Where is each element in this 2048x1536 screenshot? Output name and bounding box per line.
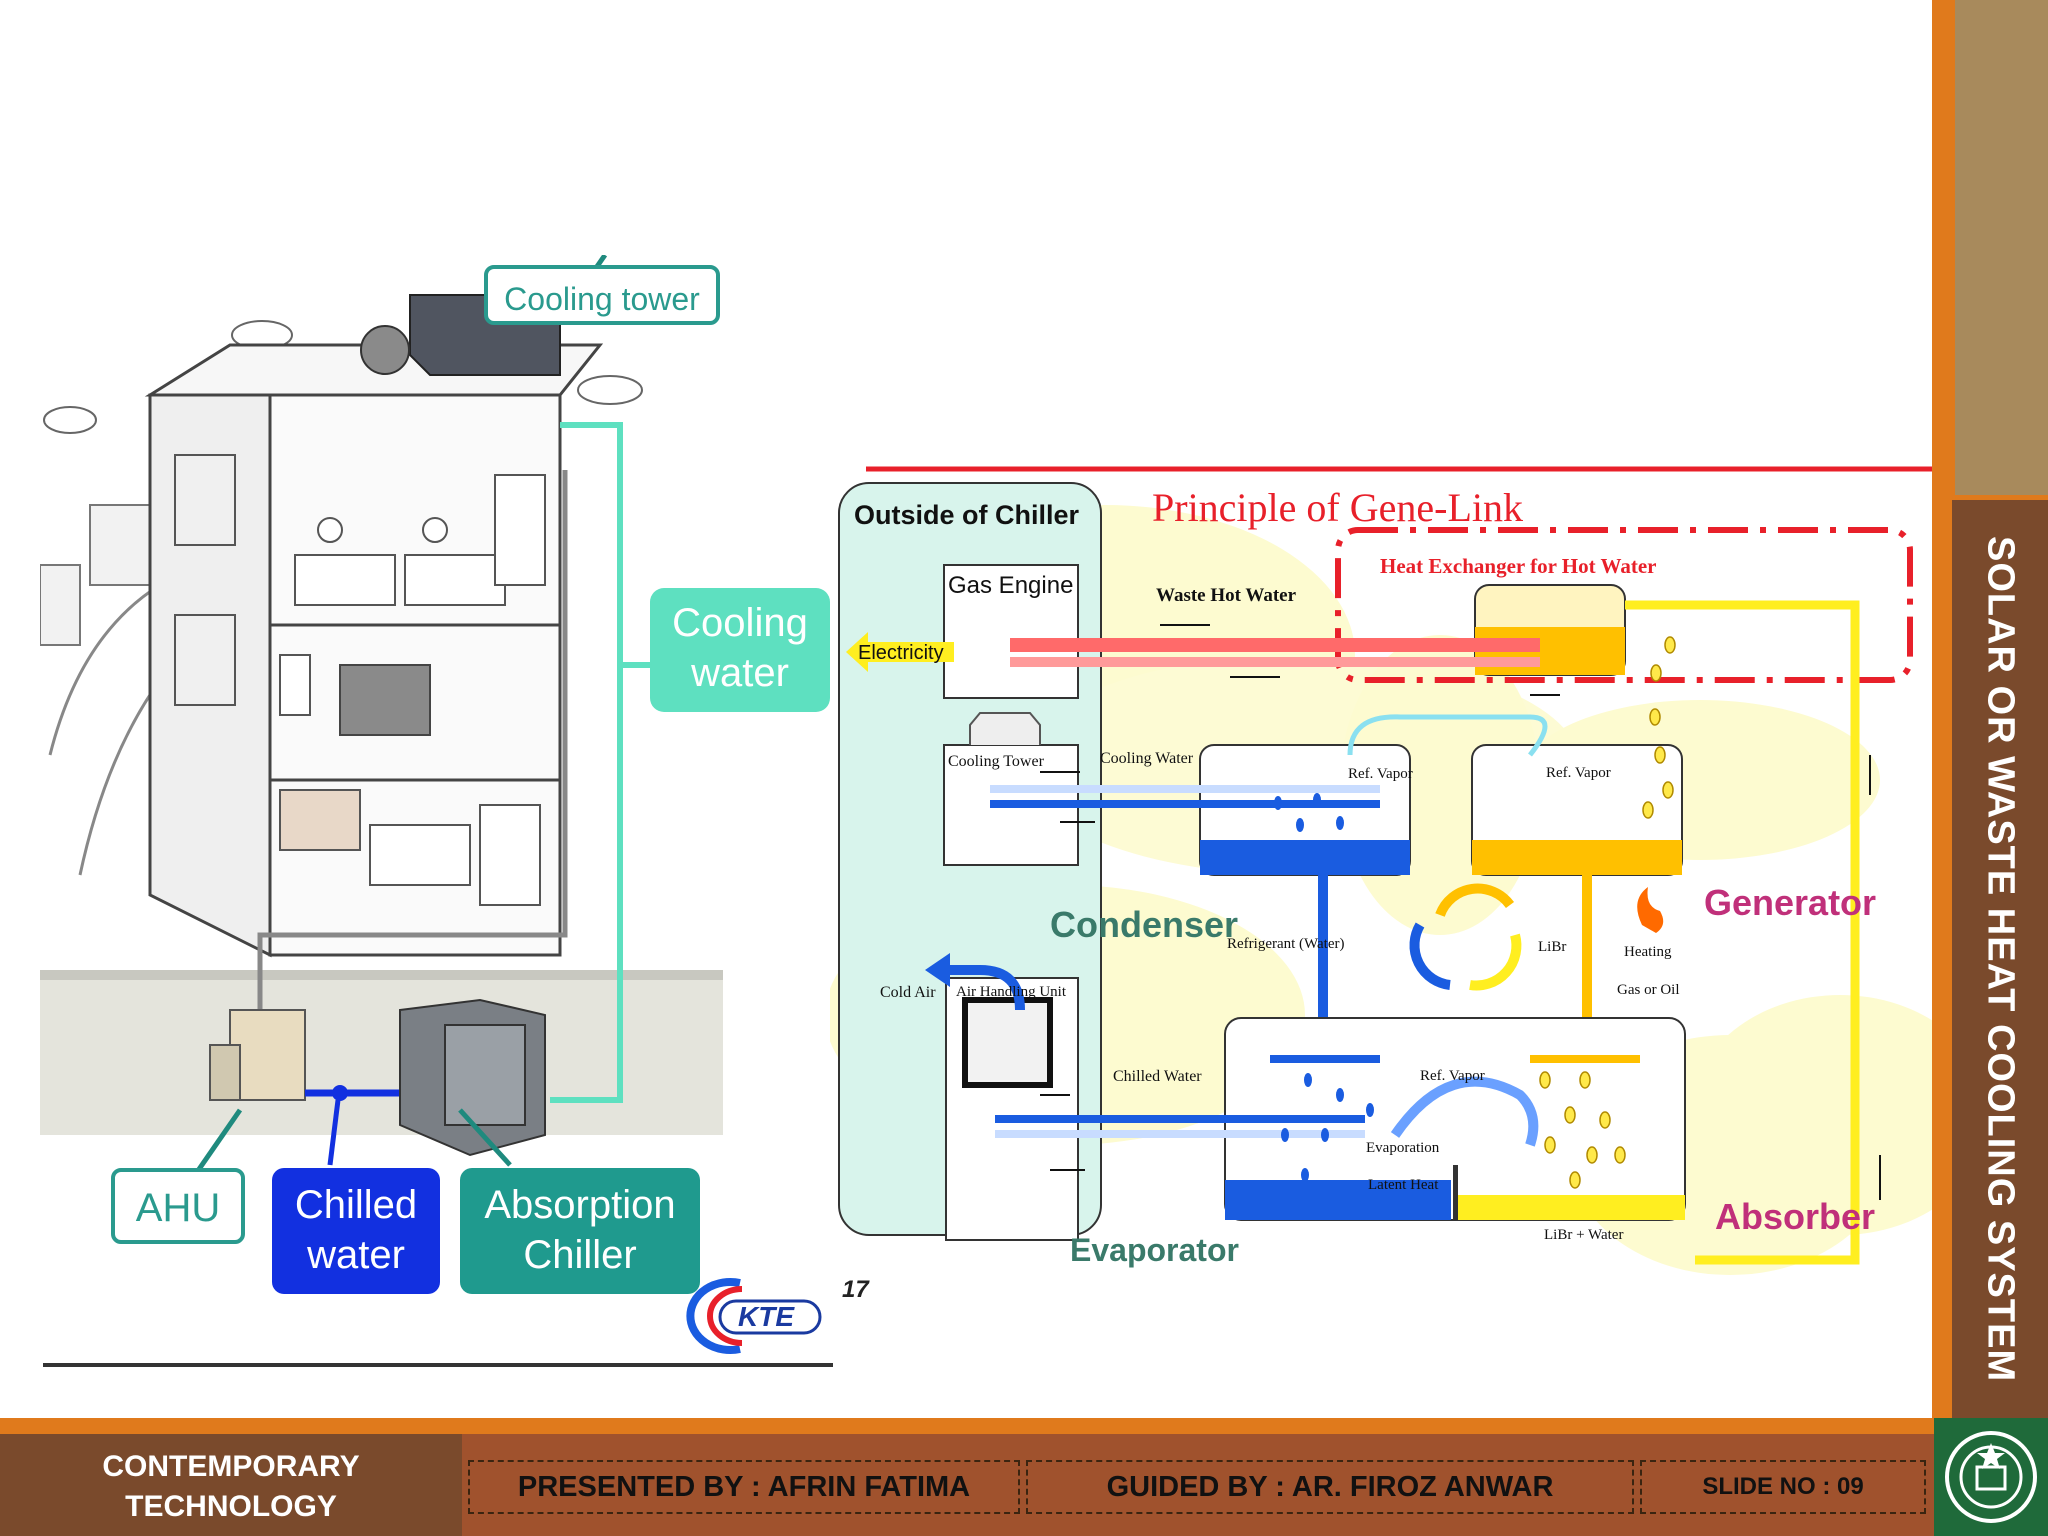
flame-icon xyxy=(1637,887,1664,933)
cooling-water-label-right: Cooling Water xyxy=(1100,750,1194,767)
cooling-tower-callout: Cooling tower xyxy=(484,265,720,325)
libr-label: LiBr xyxy=(1538,939,1567,955)
sidebar-title: SOLAR OR WASTE HEAT COOLING SYSTEM xyxy=(1979,535,2022,1383)
heating-label: Heating xyxy=(1624,944,1672,960)
absorber-label: Absorber xyxy=(1715,1196,1876,1237)
cooling-water-label-2: water xyxy=(691,651,789,695)
gene-link-diagram xyxy=(830,466,1932,1275)
gene-link-title: Principle of Gene-Link xyxy=(1152,485,1523,530)
sidebar-title-panel: SOLAR OR WASTE HEAT COOLING SYSTEM xyxy=(1952,500,2048,1418)
footer-guided-by: GUIDED BY : AR. FIROZ ANWAR xyxy=(1026,1460,1634,1514)
ahu-callout: AHU xyxy=(111,1168,245,1244)
chilled-water-label-2: water xyxy=(307,1233,405,1277)
footer-slide-no: SLIDE NO : 09 xyxy=(1640,1460,1926,1514)
footer-course-line-2: TECHNOLOGY xyxy=(125,1490,337,1523)
libr-droplets xyxy=(1539,636,1676,1189)
gas-engine-label: Gas Engine xyxy=(948,572,1074,599)
cooling-tower-label: Cooling tower xyxy=(504,281,700,317)
kte-logo-swoosh xyxy=(686,1278,822,1354)
ref-vapor-generator-label: Ref. Vapor xyxy=(1546,765,1611,781)
ref-vapor-condenser-label: Ref. Vapor xyxy=(1348,766,1413,782)
page-number: 17 xyxy=(842,1276,869,1303)
cooling-tower-label-right: Cooling Tower xyxy=(948,753,1044,770)
heat-exchanger-label: Heat Exchanger for Hot Water xyxy=(1380,554,1657,578)
cold-air-label: Cold Air xyxy=(880,984,936,1001)
footer-course-title: CONTEMPORARY TECHNOLOGY xyxy=(0,1434,462,1536)
refrigerant-droplets xyxy=(1274,793,1374,1182)
refrigerant-water-label: Refrigerant (Water) xyxy=(1227,936,1345,952)
condenser-label: Condenser xyxy=(1050,904,1239,945)
ahu-label: AHU xyxy=(135,1186,221,1230)
cooling-water-label-1: Cooling xyxy=(672,601,808,645)
cooling-water-callout: Cooling water xyxy=(650,588,830,712)
university-seal-icon xyxy=(1945,1431,2037,1523)
absorption-chiller-label-1: Absorption xyxy=(484,1183,676,1227)
absorption-chiller-label-2: Chiller xyxy=(523,1233,637,1277)
building-illustration xyxy=(40,255,833,1367)
kte-logo: KTE xyxy=(680,1275,830,1355)
evaporation-label: Evaporation xyxy=(1366,1140,1440,1156)
electricity-label: Electricity xyxy=(858,642,944,664)
evaporator-label: Evaporator xyxy=(1070,1232,1239,1268)
university-logo xyxy=(1934,1418,2048,1536)
ref-vapor-absorber-label: Ref. Vapor xyxy=(1420,1068,1485,1084)
waste-hot-water-label: Waste Hot Water xyxy=(1156,585,1297,606)
latent-heat-label: Latent Heat xyxy=(1368,1177,1439,1193)
libr-water-label: LiBr + Water xyxy=(1544,1227,1624,1243)
chilled-water-label-right: Chilled Water xyxy=(1113,1068,1202,1085)
kte-logo-text: KTE xyxy=(738,1301,794,1332)
gas-or-oil-label: Gas or Oil xyxy=(1617,982,1680,998)
chilled-water-callout: Chilled water xyxy=(272,1168,440,1294)
generator-label: Generator xyxy=(1704,882,1877,923)
absorption-chiller-callout: Absorption Chiller xyxy=(460,1168,700,1294)
footer-presented-by: PRESENTED BY : AFRIN FATIMA xyxy=(468,1460,1020,1514)
footer-course-line-1: CONTEMPORARY xyxy=(102,1450,360,1483)
chilled-water-label-1: Chilled xyxy=(294,1183,418,1227)
outside-chiller-label: Outside of Chiller xyxy=(854,500,1080,530)
sidebar-top-panel xyxy=(1955,0,2048,495)
footer-accent-line xyxy=(0,1418,2048,1434)
air-handling-unit-label: Air Handling Unit xyxy=(956,984,1066,1000)
